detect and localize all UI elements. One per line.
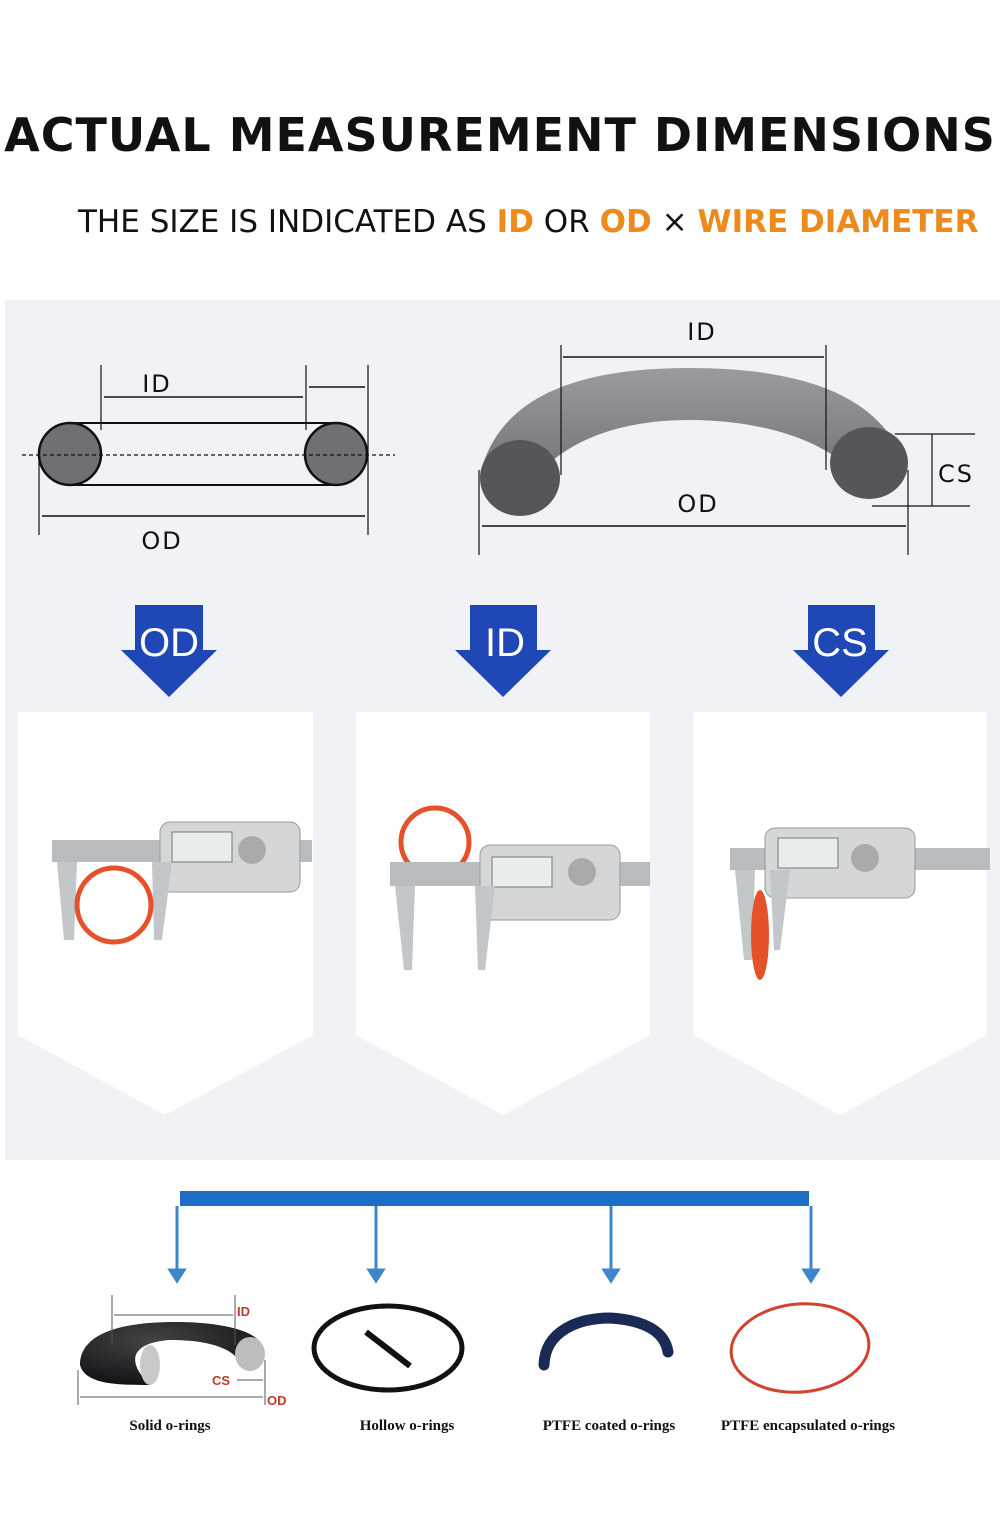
ptfe-coated-oring-image	[538, 1312, 674, 1371]
right-id-label: ID	[687, 318, 717, 346]
type-tree	[167, 1191, 821, 1284]
right-cs-label: CS	[938, 460, 974, 488]
card-cs	[693, 712, 987, 1115]
arrow-id-shape	[455, 605, 551, 697]
type-label-ptfe-encapsulated: PTFE encapsulated o-rings	[720, 1418, 896, 1434]
caliper-od	[52, 821, 312, 945]
arrow-label-od: OD	[139, 621, 199, 665]
cross-section-diagram	[22, 365, 395, 535]
type-label-hollow: Hollow o-rings	[359, 1418, 455, 1434]
down-arrows	[121, 605, 889, 697]
subtitle-wire: WIRE DIAMETER	[697, 204, 979, 240]
arrow-cs-shape	[793, 605, 889, 697]
arc-oring-diagram	[478, 345, 975, 555]
hollow-cord-piece	[364, 1329, 412, 1369]
subtitle: THE SIZE IS INDICATED AS ID OR OD × WIRE…	[78, 204, 978, 240]
right-section-circle	[303, 421, 369, 487]
arrow-od-shape	[121, 605, 217, 697]
hollow-oring-image	[311, 1303, 465, 1393]
arrow-label-cs: CS	[812, 621, 868, 665]
solid-oring-image: ID CS OD	[77, 1295, 287, 1408]
subtitle-od: OD	[599, 204, 652, 240]
left-od-label: OD	[141, 527, 182, 555]
subtitle-id: ID	[496, 204, 534, 240]
type-label-solid: Solid o-rings	[129, 1418, 211, 1434]
caliper-id	[390, 805, 650, 970]
type-label-ptfe-coated: PTFE coated o-rings	[542, 1418, 676, 1434]
arrow-label-id: ID	[485, 621, 525, 665]
subtitle-times: ×	[661, 204, 688, 240]
left-id-label: ID	[142, 370, 172, 398]
subtitle-or: OR	[543, 204, 590, 240]
caliper-cs	[730, 827, 990, 980]
page-title: ACTUAL MEASUREMENT DIMENSIONS	[4, 108, 996, 162]
solid-od-tag: OD	[267, 1393, 287, 1408]
card-od	[18, 712, 313, 1115]
arc-left-end	[480, 440, 560, 516]
subtitle-prefix: THE SIZE IS INDICATED AS	[78, 204, 487, 240]
arc-right-end	[830, 427, 908, 499]
ptfe-encapsulated-oring-image	[729, 1302, 871, 1394]
solid-cs-tag: CS	[212, 1373, 230, 1388]
solid-id-tag: ID	[237, 1304, 250, 1319]
left-section-circle	[37, 421, 103, 487]
right-od-label: OD	[677, 490, 718, 518]
tree-bar	[180, 1191, 809, 1206]
